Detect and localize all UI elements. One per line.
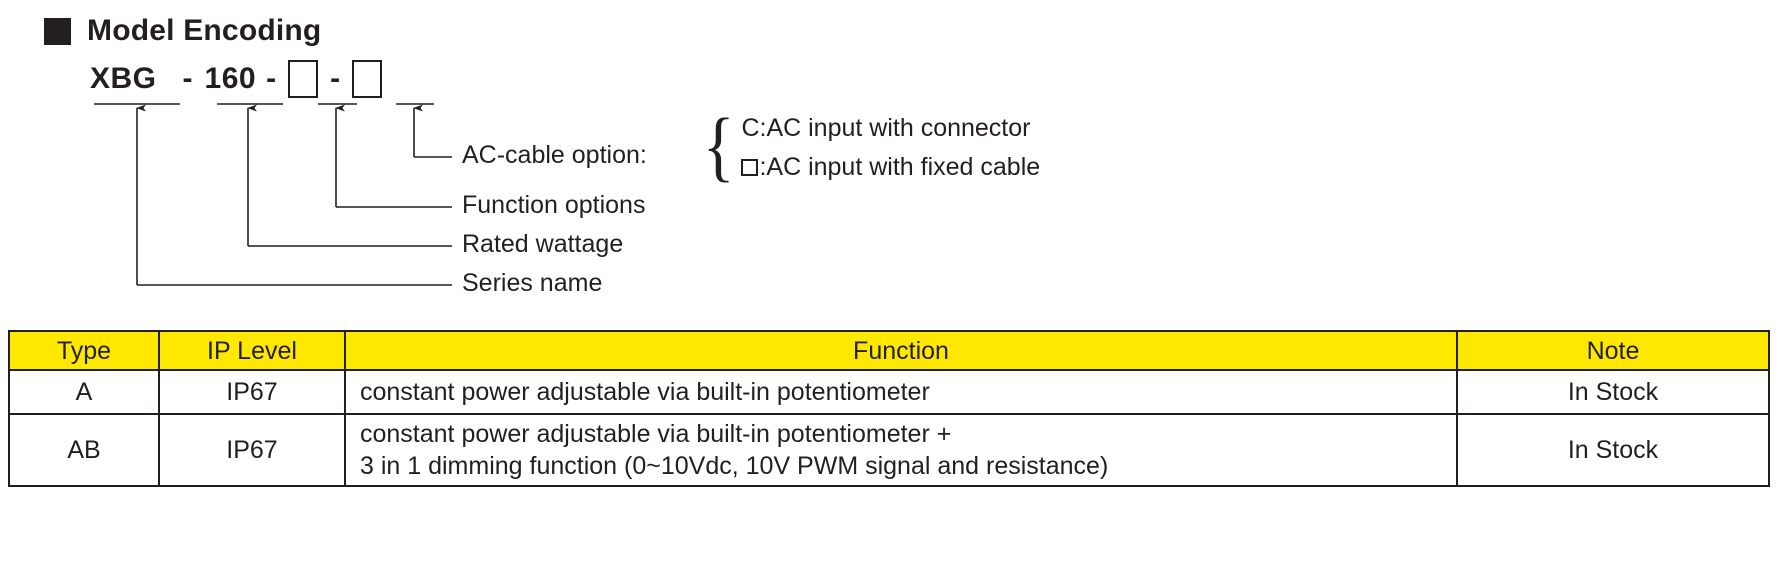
model-code-dash-3: - xyxy=(330,62,341,95)
column-header-type: Type xyxy=(8,330,160,371)
model-code-box-function xyxy=(288,60,319,98)
ac-cable-option-connector: C:AC input with connector xyxy=(741,116,1040,141)
model-code-string: XBG - 160 - - xyxy=(90,57,384,101)
section-heading: Model Encoding xyxy=(44,16,321,46)
cell-note: In Stock xyxy=(1456,413,1770,487)
cell-ip-level: IP67 xyxy=(158,369,346,415)
callout-label-ac-cable-option: AC-cable option: xyxy=(462,141,647,169)
ac-cable-option-connector-text: C:AC input with connector xyxy=(741,114,1031,142)
callout-label-rated-wattage: Rated wattage xyxy=(462,230,624,258)
callout-label-function-options: Function options xyxy=(462,191,646,219)
ac-cable-option-fixed-cable: :AC input with fixed cable xyxy=(741,155,1040,180)
table-header-row: Type IP Level Function Note xyxy=(8,330,1770,371)
spec-table: Type IP Level Function Note A IP67 const… xyxy=(8,330,1770,487)
cell-ip-level: IP67 xyxy=(158,413,346,487)
ac-cable-option-group: { C:AC input with connector :AC input wi… xyxy=(702,102,1041,189)
model-code-dash-2: - xyxy=(266,62,277,95)
column-header-note: Note xyxy=(1456,330,1770,371)
function-line: constant power adjustable via built-in p… xyxy=(360,420,952,448)
cell-type: A xyxy=(8,369,160,415)
callout-label-series-name: Series name xyxy=(462,269,603,297)
spec-table-container: Type IP Level Function Note A IP67 const… xyxy=(8,330,1770,487)
ac-cable-option-fixed-cable-text: :AC input with fixed cable xyxy=(759,153,1041,181)
model-code-dash-1: - xyxy=(182,62,193,95)
table-row: AB IP67 constant power adjustable via bu… xyxy=(8,413,1770,487)
cell-function: constant power adjustable via built-in p… xyxy=(344,413,1458,487)
function-line: 3 in 1 dimming function (0~10Vdc, 10V PW… xyxy=(360,452,1109,480)
cell-function: constant power adjustable via built-in p… xyxy=(344,369,1458,415)
column-header-function: Function xyxy=(344,330,1458,371)
cell-note: In Stock xyxy=(1456,369,1770,415)
empty-square-glyph-icon xyxy=(741,159,759,176)
page-title: Model Encoding xyxy=(87,14,322,47)
function-line: constant power adjustable via built-in p… xyxy=(360,378,930,406)
model-code-wattage: 160 xyxy=(204,62,257,95)
filled-square-bullet-icon xyxy=(44,17,71,45)
column-header-ip-level: IP Level xyxy=(158,330,346,371)
model-code-box-accable xyxy=(352,60,383,98)
table-row: A IP67 constant power adjustable via bui… xyxy=(8,369,1770,415)
model-code-series: XBG xyxy=(90,62,157,95)
cell-type: AB xyxy=(8,413,160,487)
